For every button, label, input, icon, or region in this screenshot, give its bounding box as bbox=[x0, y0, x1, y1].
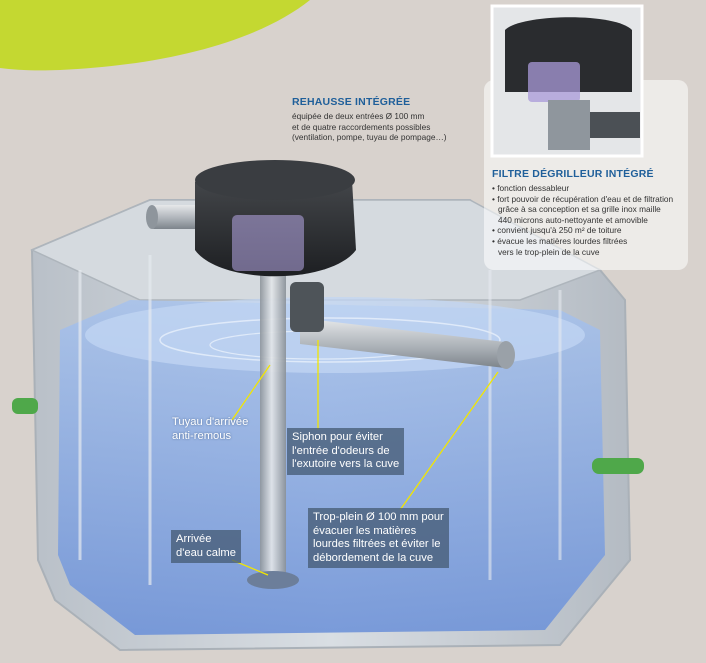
siphon-elbow bbox=[290, 282, 324, 332]
green-seal-right bbox=[592, 458, 644, 474]
calm-inlet-diffuser bbox=[247, 571, 299, 589]
leader-lines bbox=[231, 340, 499, 576]
inset-photo-filter bbox=[528, 62, 580, 102]
callout-siphon: Siphon pour éviter l'entrée d'odeurs de … bbox=[287, 428, 405, 475]
rehausse-line: et de quatre raccordements possibles bbox=[292, 121, 431, 132]
inlet-pipe-vertical bbox=[260, 250, 286, 580]
rehausse-title: REHAUSSE INTÉGRÉE bbox=[292, 96, 411, 108]
filtre-line: • évacue les matières lourdes filtrées bbox=[492, 235, 628, 246]
filtre-title: FILTRE DÉGRILLEUR INTÉGRÉ bbox=[492, 168, 654, 180]
rehausse-line: équipée de deux entrées Ø 100 mm bbox=[292, 111, 425, 121]
callout-line: Trop-plein Ø 100 mm pour bbox=[313, 511, 444, 523]
filter-chamber bbox=[232, 215, 304, 271]
tank-rib-left bbox=[78, 255, 152, 585]
rehausse-note: REHAUSSE INTÉGRÉE équipée de deux entrée… bbox=[292, 96, 447, 143]
inset-photo-elbow bbox=[590, 112, 640, 138]
filtre-note: FILTRE DÉGRILLEUR INTÉGRÉ • fonction des… bbox=[492, 168, 673, 257]
rehausse-line: (ventilation, pompe, tuyau de pompage…) bbox=[292, 132, 447, 143]
leader-trop-plein bbox=[399, 371, 499, 511]
filtre-line: • fonction dessableur bbox=[492, 183, 570, 193]
leader-tuyau bbox=[231, 364, 271, 421]
callout-line: Tuyau d'arrivée bbox=[172, 416, 249, 428]
callout-line: d'eau calme bbox=[176, 546, 236, 559]
riser-lid bbox=[195, 160, 355, 200]
filtre-line: • fort pouvoir de récupération d'eau et … bbox=[492, 193, 674, 204]
callout-tuyau: Tuyau d'arrivée anti-remous bbox=[172, 416, 248, 443]
callout-line: Siphon pour éviter bbox=[292, 431, 383, 443]
callout-trop-plein: Trop-plein Ø 100 mm pour évacuer les mat… bbox=[308, 508, 449, 569]
callout-line: évacuer les matières bbox=[313, 524, 417, 537]
overflow-pipe-mouth bbox=[497, 341, 515, 369]
inset-photo-pipe bbox=[548, 100, 590, 150]
water-ripple bbox=[159, 317, 501, 363]
callout-line: débordement de la cuve bbox=[313, 551, 434, 564]
filtre-line: vers le trop-plein de la cuve bbox=[498, 246, 600, 257]
green-seal-left bbox=[12, 398, 38, 414]
callout-line: anti-remous bbox=[172, 429, 232, 442]
inlet-pipe-mouth bbox=[146, 205, 158, 229]
callout-line: l'exutoire vers la cuve bbox=[292, 458, 400, 471]
accent-swoosh bbox=[0, 0, 310, 71]
callout-arrivee: Arrivée d'eau calme bbox=[171, 530, 241, 564]
tank-rib-right bbox=[488, 270, 562, 580]
callout-line: lourdes filtrées et éviter le bbox=[313, 538, 441, 551]
filtre-line: 440 microns auto-nettoyante et amovible bbox=[498, 214, 648, 225]
overflow-pipe bbox=[300, 318, 505, 368]
filtre-line: • convient jusqu'à 250 m² de toiture bbox=[492, 225, 622, 236]
callout-line: l'entrée d'odeurs de bbox=[292, 444, 390, 457]
filtre-line: grâce à sa conception et sa grille inox … bbox=[498, 204, 661, 215]
callout-line: Arrivée bbox=[176, 533, 212, 545]
